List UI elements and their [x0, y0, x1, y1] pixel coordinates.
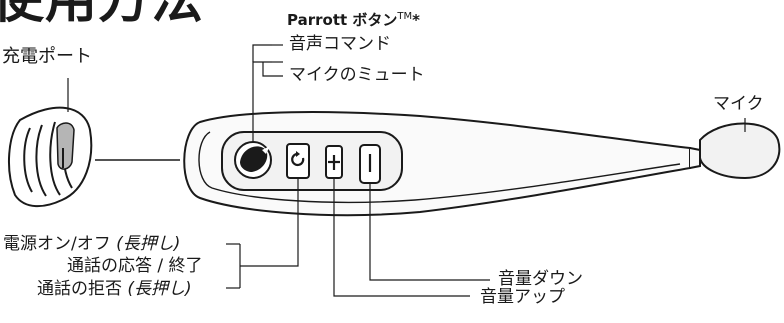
parrot-icon	[240, 146, 268, 172]
earpiece	[7, 106, 93, 208]
label-power: 電源オン/オフ (長押し)	[3, 236, 180, 253]
headset-body	[183, 111, 691, 217]
label-charge-port: 充電ポート	[2, 46, 92, 67]
trademark-mark: TM	[397, 11, 413, 22]
page-title: 使用方法	[0, 0, 205, 30]
power-button[interactable]	[286, 143, 310, 179]
label-reject-text: 通話の拒否	[37, 279, 128, 299]
volume-up-button[interactable]	[325, 145, 343, 179]
label-mic-mute: マイクのミュート	[289, 65, 425, 85]
label-parrott-button: Parrott ボタンTM*	[287, 12, 420, 28]
charge-port-pointer	[56, 78, 75, 170]
parrott-button[interactable]	[234, 141, 272, 179]
button-panel	[221, 131, 403, 191]
leader-lines	[226, 44, 490, 297]
label-voice-command: 音声コマンド	[289, 34, 391, 54]
label-reject: 通話の拒否 (長押し)	[37, 281, 192, 298]
label-power-hold: (長押し)	[116, 234, 181, 254]
label-power-text: 電源オン/オフ	[3, 234, 117, 254]
label-parrott-button-text: Parrott ボタン	[287, 11, 398, 29]
label-answer-end: 通話の応答 / 終了	[67, 256, 203, 276]
asterisk-mark: *	[412, 11, 420, 29]
label-microphone: マイク	[713, 94, 764, 114]
volume-down-button[interactable]	[359, 144, 381, 184]
power-icon	[291, 152, 305, 167]
label-reject-hold: (長押し)	[127, 279, 192, 299]
label-volume-down: 音量ダウン	[498, 269, 583, 289]
label-volume-up: 音量アップ	[480, 287, 565, 307]
microphone	[689, 118, 781, 180]
